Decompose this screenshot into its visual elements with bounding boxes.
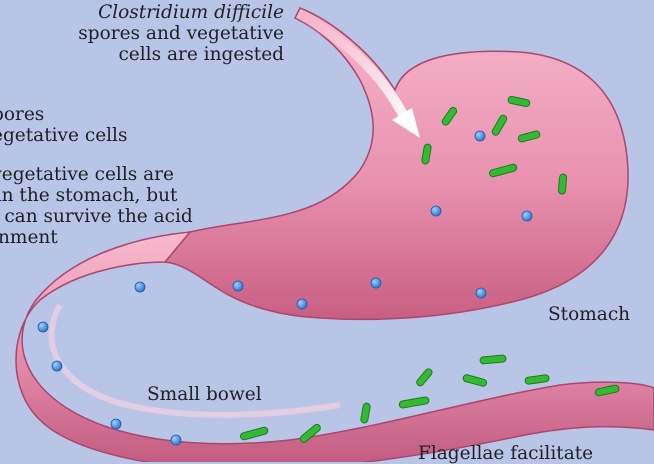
spore — [38, 322, 48, 332]
vegetative-cell — [399, 396, 430, 408]
spore — [522, 211, 532, 221]
legend-vegetative: egetative cells — [0, 125, 127, 146]
legend-spores: pores — [0, 104, 127, 125]
fate-line: t vegetative cells are — [0, 164, 193, 185]
ingestion-caption-line: Clostridium difficile — [78, 2, 284, 23]
spore — [52, 361, 62, 371]
spore — [475, 131, 485, 141]
vegetative-cell — [360, 403, 370, 424]
spore — [233, 281, 243, 291]
fate-line: ronment — [0, 227, 193, 248]
spore — [171, 435, 181, 445]
fate-line: es can survive the acid — [0, 206, 193, 227]
vegetative-cell — [462, 374, 487, 387]
spore — [297, 299, 307, 309]
vegetative-cell — [240, 426, 269, 440]
fate-line: d in the stomach, but — [0, 185, 193, 206]
vegetative-cell — [480, 355, 507, 364]
spore — [371, 278, 381, 288]
flagellae-label: Flagellae facilitate — [418, 443, 593, 464]
vegetative-cell — [415, 367, 433, 387]
ingestion-caption-line: spores and vegetative — [78, 23, 284, 44]
stomach-label: Stomach — [548, 304, 630, 325]
spore — [431, 206, 441, 216]
legend: pores egetative cells — [0, 104, 127, 146]
ingestion-caption-line: cells are ingested — [78, 44, 284, 65]
ingestion-caption: Clostridium difficile spores and vegetat… — [78, 2, 284, 65]
vegetative-cell — [525, 374, 550, 384]
spore — [111, 419, 121, 429]
spore — [476, 288, 486, 298]
small-bowel-label: Small bowel — [147, 384, 262, 405]
spore — [135, 282, 145, 292]
vegetative-cell — [558, 174, 567, 195]
stomach-fate-caption: t vegetative cells are d in the stomach,… — [0, 164, 193, 248]
